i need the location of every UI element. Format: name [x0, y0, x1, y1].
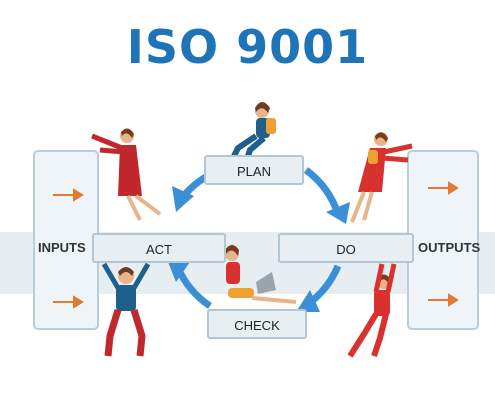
arrowhead-plan-do: [326, 202, 350, 224]
arrow-check-to-act: [174, 266, 213, 309]
stage-check: CHECK: [207, 309, 307, 339]
arrowhead-do-check: [296, 290, 320, 312]
stage-act: ACT: [92, 233, 226, 263]
arrowhead-act-plan: [172, 186, 194, 212]
person-plan-icon: [231, 102, 276, 158]
person-top-right-icon: [350, 132, 413, 223]
arrow-plan-to-do: [303, 167, 342, 216]
person-top-left-icon: [91, 128, 162, 221]
person-bottom-left-icon: [101, 262, 151, 357]
person-laptop-icon: [225, 245, 297, 304]
outputs-label: OUTPUTS: [418, 240, 481, 255]
stage-plan: PLAN: [204, 155, 304, 185]
stage-do: DO: [278, 233, 414, 263]
page-title: ISO 9001: [126, 20, 369, 74]
inputs-label: INPUTS: [38, 240, 86, 255]
inputs-panel: [33, 150, 99, 330]
arrowhead-check-act: [168, 262, 190, 282]
person-bottom-right-icon: [347, 263, 397, 358]
